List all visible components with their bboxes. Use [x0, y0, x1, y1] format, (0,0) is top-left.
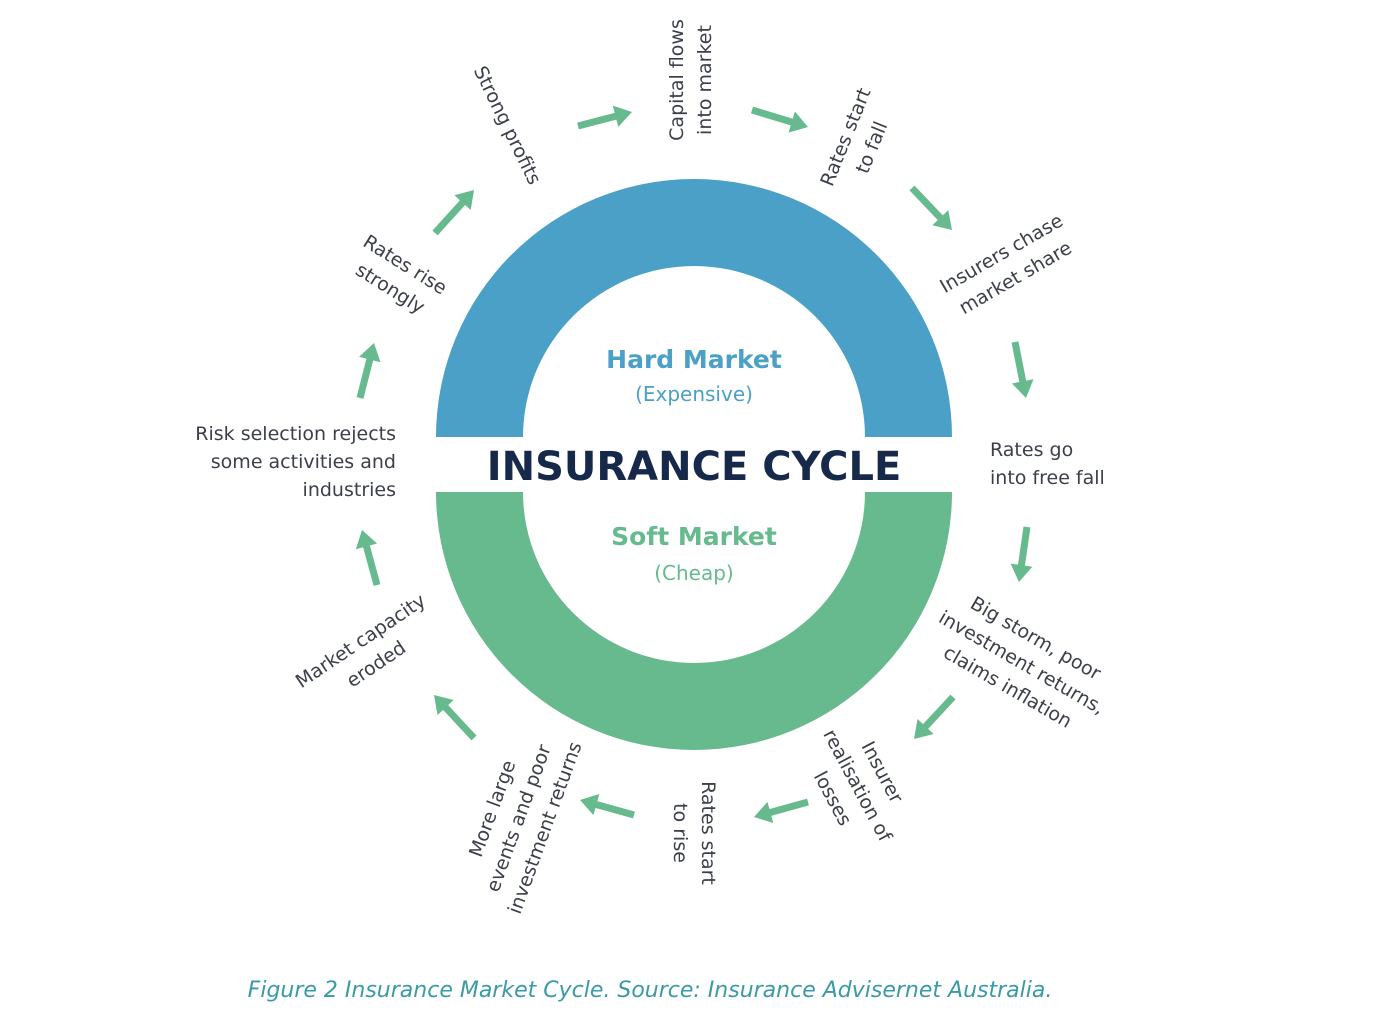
cycle-arrow	[754, 798, 809, 824]
arrow-shaft	[441, 703, 477, 741]
stage-insurer-realisation: Insurerrealisation oflosses	[794, 713, 922, 860]
arrow-shaft	[750, 106, 795, 126]
arrow-shaft	[593, 800, 635, 819]
insurance-cycle-diagram: Hard Market (Expensive) INSURANCE CYCLE …	[195, 19, 1122, 917]
arrow-head	[1010, 563, 1033, 582]
cycle-arrow	[1011, 341, 1034, 398]
arrow-head	[1011, 379, 1034, 398]
stage-market-capacity-eroded: Market capacityeroded	[292, 590, 446, 716]
soft-market-ring	[436, 492, 952, 750]
hard-market-ring	[436, 179, 952, 437]
cycle-arrow	[750, 106, 808, 133]
arrow-head	[434, 695, 454, 715]
stage-risk-selection: Risk selection rejects some activities an…	[195, 423, 396, 501]
stage-line: Rates go	[990, 439, 1073, 461]
cycle-arrow	[434, 695, 477, 741]
stage-strong-profits: Strong profits	[469, 63, 545, 189]
stage-line: into free fall	[990, 467, 1105, 489]
cycle-arrow	[577, 105, 632, 130]
stage-rates-start-to-fall: Rates startto fall	[816, 85, 901, 200]
cycle-arrow	[1010, 526, 1033, 582]
stage-rates-rise-strongly: Rates risestrongly	[344, 231, 450, 323]
cycle-arrows	[355, 105, 1034, 824]
arrow-shaft	[1011, 341, 1027, 384]
arrow-shaft	[577, 112, 619, 130]
arrow-shaft	[356, 356, 374, 399]
cycle-arrow	[356, 343, 381, 399]
stage-rates-start-to-rise: Rates start to rise	[669, 781, 719, 885]
stage-line: Strong profits	[469, 63, 545, 189]
arrow-head	[754, 801, 774, 824]
stage-insurers-chase-market-share: Insurers chasemarket share	[936, 210, 1081, 322]
soft-market-label: Soft Market	[611, 522, 777, 551]
figure-caption: Figure 2 Insurance Market Cycle. Source:…	[247, 978, 1053, 1003]
arrow-head	[359, 343, 381, 363]
arrow-head	[914, 719, 934, 739]
soft-market-sublabel: (Cheap)	[654, 561, 734, 585]
stage-line: some activities and	[211, 451, 396, 473]
stage-big-storm: Big storm, poorinvestment returns,claims…	[921, 582, 1122, 743]
cycle-arrow	[580, 793, 635, 819]
arrow-shaft	[432, 198, 467, 236]
arrow-shaft	[1017, 526, 1031, 568]
cycle-arrow	[432, 190, 474, 236]
stage-capital-flows: Capital flows into market	[666, 19, 716, 141]
hard-market-sublabel: (Expensive)	[635, 382, 753, 406]
stage-rates-free-fall: Rates go into free fall	[990, 439, 1105, 489]
arrow-shaft	[767, 798, 809, 817]
arrow-head	[612, 105, 632, 127]
stage-line: industries	[303, 479, 396, 501]
stage-line: to rise	[669, 803, 691, 863]
stage-line: Risk selection rejects	[195, 423, 396, 445]
arrow-head	[580, 793, 600, 816]
cycle-arrow	[355, 530, 381, 586]
stage-line: into market	[694, 25, 716, 135]
stage-more-large-events: More largeevents and poorinvestment retu…	[451, 720, 586, 917]
stage-line: Rates start	[697, 781, 719, 885]
arrow-shaft	[362, 543, 381, 586]
stage-line: Capital flows	[666, 19, 688, 141]
cycle-arrow	[914, 694, 956, 739]
arrow-head	[355, 530, 378, 550]
arrow-shaft	[921, 694, 956, 731]
arrow-shaft	[909, 185, 945, 222]
arrow-head	[788, 111, 808, 133]
cycle-arrow	[909, 185, 952, 230]
center-title: INSURANCE CYCLE	[487, 444, 902, 490]
arrow-head	[932, 210, 952, 230]
arrow-head	[454, 190, 474, 210]
hard-market-label: Hard Market	[606, 345, 782, 374]
